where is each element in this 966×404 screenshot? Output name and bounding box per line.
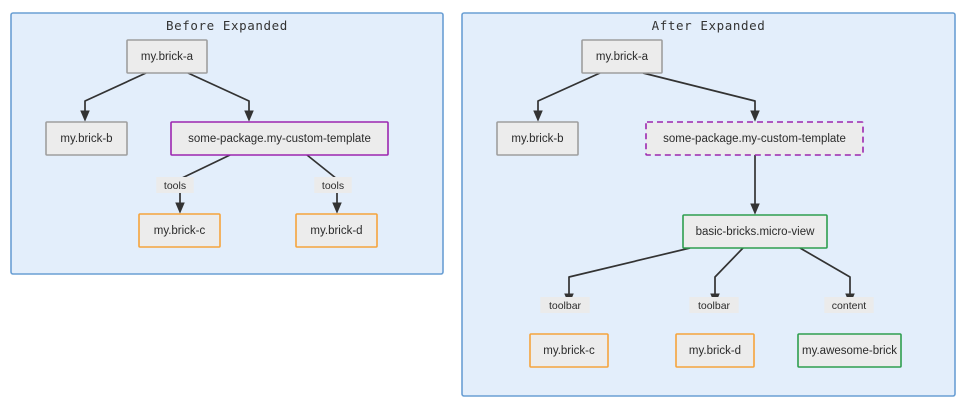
edge-after-mv-to-aw: content <box>799 247 874 313</box>
node-box-tpl[interactable] <box>170 121 389 156</box>
panel-after: After Expanded toolbar toolbar content my.br… <box>461 12 956 397</box>
edge-label: tools <box>322 180 344 192</box>
node-box-b[interactable] <box>45 121 128 156</box>
node-box-mv[interactable] <box>682 214 828 249</box>
edge-path <box>799 247 855 305</box>
edge-path <box>564 247 691 305</box>
node-after-mv[interactable]: basic-bricks.micro-view <box>682 214 828 249</box>
edge-before-a-to-tpl <box>187 72 254 122</box>
node-before-tpl[interactable]: some-package.my-custom-template <box>170 121 389 156</box>
node-box-a[interactable] <box>581 39 663 74</box>
node-label-b: my.brick-b <box>511 133 563 145</box>
node-box-aw[interactable] <box>797 333 902 368</box>
node-after-d[interactable]: my.brick-d <box>675 333 755 368</box>
edge-label-bg <box>156 177 194 193</box>
edge-label: toolbar <box>698 300 731 312</box>
node-label-c: my.brick-c <box>154 225 206 237</box>
node-box-b[interactable] <box>496 121 579 156</box>
edge-after-mv-to-c: toolbar <box>540 247 691 313</box>
edge-after-mv-to-d: toolbar <box>689 247 744 313</box>
node-before-d[interactable]: my.brick-d <box>295 213 378 248</box>
edge-label-bg <box>314 177 352 193</box>
edge-path <box>710 247 744 305</box>
edge-label-bg <box>540 297 590 313</box>
node-label-aw: my.awesome-brick <box>802 345 897 357</box>
node-label-mv: basic-bricks.micro-view <box>696 226 816 238</box>
edge-label: toolbar <box>549 300 582 312</box>
panel-title-after: After Expanded <box>652 18 766 33</box>
node-label-b: my.brick-b <box>60 133 112 145</box>
node-label-d: my.brick-d <box>310 225 362 237</box>
node-box-d[interactable] <box>675 333 755 368</box>
node-label-tpl: some-package.my-custom-template <box>188 133 371 145</box>
edge-label: tools <box>164 180 186 192</box>
node-box-c[interactable] <box>529 333 609 368</box>
node-before-a[interactable]: my.brick-a <box>126 39 208 74</box>
edge-label-bg <box>689 297 739 313</box>
edge-path <box>80 72 147 122</box>
edge-before-tpl-to-d: tools <box>306 154 352 214</box>
edge-path <box>533 72 601 122</box>
node-label-a: my.brick-a <box>596 51 649 63</box>
panel-before: Before Expanded tools tools my.brick-a my.br… <box>10 12 444 275</box>
node-box-tpl[interactable] <box>645 121 864 156</box>
node-label-d: my.brick-d <box>689 345 741 357</box>
node-after-b[interactable]: my.brick-b <box>496 121 579 156</box>
edge-path <box>187 72 254 122</box>
edge-label: content <box>832 300 867 312</box>
node-after-tpl[interactable]: some-package.my-custom-template <box>645 121 864 156</box>
node-after-a[interactable]: my.brick-a <box>581 39 663 74</box>
node-label-a: my.brick-a <box>141 51 194 63</box>
node-box-a[interactable] <box>126 39 208 74</box>
edge-after-a-to-b <box>533 72 601 122</box>
edge-before-tpl-to-c: tools <box>156 154 231 214</box>
node-label-c: my.brick-c <box>543 345 595 357</box>
panels-layer: Before Expanded tools tools my.brick-a my.br… <box>10 12 956 397</box>
node-label-tpl: some-package.my-custom-template <box>663 133 846 145</box>
node-before-b[interactable]: my.brick-b <box>45 121 128 156</box>
edge-before-a-to-b <box>80 72 147 122</box>
node-after-aw[interactable]: my.awesome-brick <box>797 333 902 368</box>
edge-path <box>642 72 760 122</box>
edge-after-a-to-tpl <box>642 72 760 122</box>
panel-title-before: Before Expanded <box>166 18 288 33</box>
node-after-c[interactable]: my.brick-c <box>529 333 609 368</box>
node-before-c[interactable]: my.brick-c <box>138 213 221 248</box>
node-box-c[interactable] <box>138 213 221 248</box>
edge-label-bg <box>824 297 874 313</box>
node-box-d[interactable] <box>295 213 378 248</box>
